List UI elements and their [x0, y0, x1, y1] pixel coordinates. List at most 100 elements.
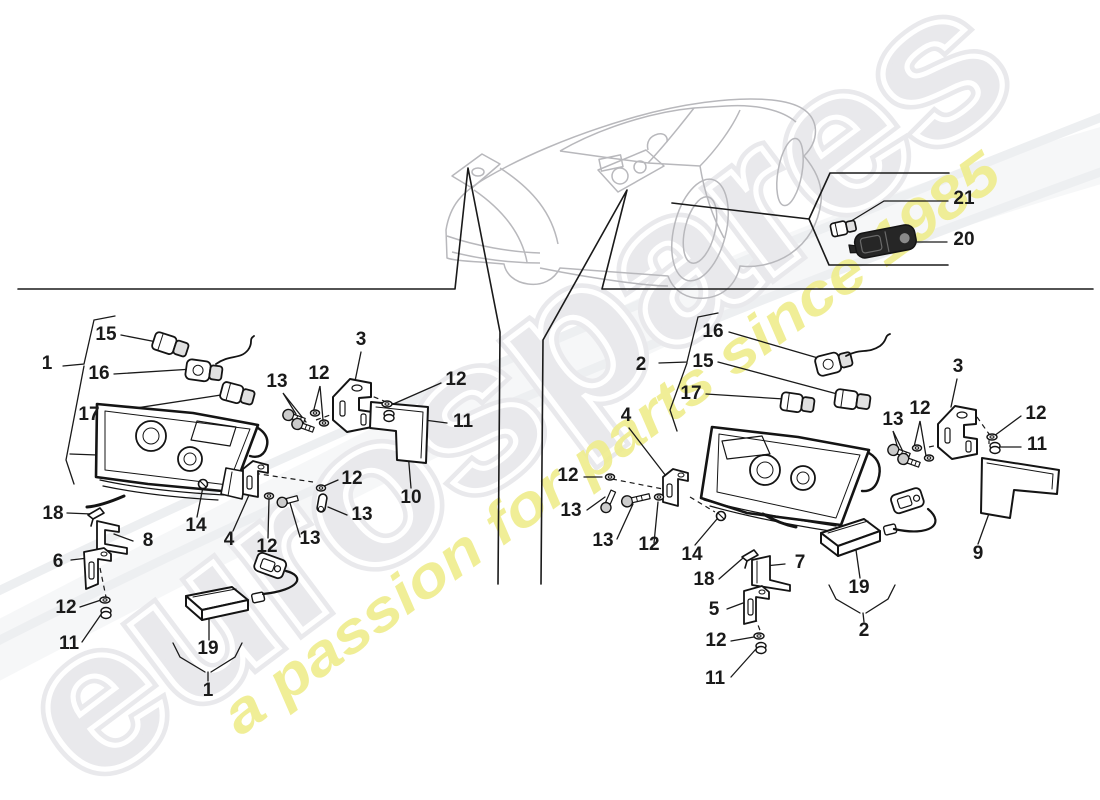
callout-18-16: 18: [42, 503, 63, 524]
washer-12-left-e: [263, 492, 275, 500]
washer-12-right-a: [911, 444, 923, 452]
callout-4-27: 4: [621, 405, 632, 426]
callout-12-6: 12: [308, 363, 329, 384]
callout-11-20: 11: [59, 633, 80, 654]
callout-10-9: 10: [400, 487, 421, 508]
callout-12-37: 12: [638, 534, 659, 555]
car-illustration: [445, 98, 823, 300]
callout-15-1: 15: [95, 324, 117, 345]
bracket-3-left: [332, 378, 373, 433]
nut-11-right: [989, 441, 1001, 455]
washer-12-left-f: [99, 596, 111, 604]
bulb-17-left: [219, 381, 256, 406]
callout-13-11: 13: [351, 504, 372, 525]
callout-1-22: 1: [203, 680, 214, 701]
washer-12-right-d: [604, 473, 616, 481]
washer-12-right-f: [753, 632, 765, 640]
bracket-7: [751, 555, 791, 592]
callout-17-26: 17: [680, 383, 701, 404]
callout-11-32: 11: [1027, 434, 1048, 455]
washer-12-left-b: [318, 419, 330, 427]
brand-text-outline: eurospares: [0, 0, 1049, 800]
callout-12-31: 12: [1025, 403, 1046, 424]
igniter-20: [848, 224, 917, 259]
bracket-5: [743, 585, 770, 625]
callout-13-28: 13: [882, 409, 903, 430]
bulb-16-right-wire: [845, 333, 891, 357]
left-headlight-unit: [85, 402, 269, 509]
callout-13-35: 13: [560, 500, 581, 521]
callout-21-46: 21: [953, 188, 975, 209]
callout-16-2: 16: [88, 363, 109, 384]
callout-9-33: 9: [973, 543, 984, 564]
screw-13-left-b: [291, 417, 315, 433]
callout-2-23: 2: [636, 354, 647, 375]
callout-13-36: 13: [592, 530, 613, 551]
igniter-connector-left: [253, 551, 288, 580]
bulb-21: [829, 219, 857, 238]
callout-14-12: 14: [185, 515, 207, 536]
callout-12-14: 12: [256, 536, 277, 557]
bulb-15-left: [151, 331, 190, 358]
screw-13-right-b: [897, 452, 921, 468]
car-far-wheel: [776, 137, 804, 207]
bulb-16-right: [814, 351, 854, 377]
callout-3-4: 3: [356, 329, 367, 350]
washer-12-right-c: [986, 433, 998, 441]
callout-16-24: 16: [702, 321, 723, 342]
bulb-15-right: [833, 388, 872, 410]
bracket-4-right: [662, 468, 689, 507]
bulb-16-left-wire: [215, 335, 255, 365]
washer-12-left-c: [381, 400, 393, 408]
washer-12-right-e: [653, 493, 665, 501]
callout-12-7: 12: [445, 369, 466, 390]
callout-20-47: 20: [953, 229, 974, 250]
watermark-swoosh: [0, 113, 1100, 681]
washer-12-left-a: [309, 409, 321, 417]
ballast-unit-left: [185, 551, 299, 621]
callout-12-34: 12: [557, 465, 578, 486]
bracket-6: [83, 547, 112, 590]
callout-2-45: 2: [859, 620, 870, 641]
igniter-connector-right: [890, 487, 925, 515]
grommet-14-right: [715, 510, 727, 522]
callout-12-19: 12: [55, 597, 76, 618]
washer-12-left-d: [315, 484, 327, 492]
clip-18-right: [741, 549, 759, 569]
callout-8-17: 8: [143, 530, 154, 551]
car-right-headlight: [597, 149, 665, 193]
grouping-lines: [17, 167, 1094, 585]
bracket-3-right: [937, 405, 978, 460]
callout-5-41: 5: [709, 599, 720, 620]
callout-3-30: 3: [953, 356, 964, 377]
bracket-4-left: [242, 460, 269, 498]
callout-1-0: 1: [42, 353, 53, 374]
bulb-17-right: [779, 391, 816, 413]
callout-18-39: 18: [693, 569, 714, 590]
callout-17-3: 17: [78, 404, 99, 425]
bulb-16-left: [184, 358, 224, 383]
callout-13-5: 13: [266, 371, 287, 392]
callout-11-8: 11: [453, 411, 474, 432]
callout-19-44: 19: [848, 577, 869, 598]
car-wheel: [671, 178, 729, 282]
right-headlight-unit: [699, 425, 881, 532]
bolt-13-right-d: [620, 493, 651, 508]
callout-4-13: 4: [224, 529, 235, 550]
screw-13-left-c: [276, 495, 299, 508]
washer-12-right-b: [923, 454, 935, 462]
callout-15-25: 15: [692, 351, 714, 372]
link-13-left: [316, 493, 328, 513]
plate-9: [980, 457, 1060, 519]
callout-13-15: 13: [299, 528, 320, 549]
callout-19-21: 19: [197, 638, 218, 659]
nut-11-left-b: [100, 606, 112, 620]
grommet-14-left: [197, 478, 209, 490]
callout-6-18: 6: [53, 551, 64, 572]
nut-11-left: [383, 409, 395, 423]
clip-18-left: [87, 507, 105, 527]
ballast-unit-right: [820, 487, 937, 557]
